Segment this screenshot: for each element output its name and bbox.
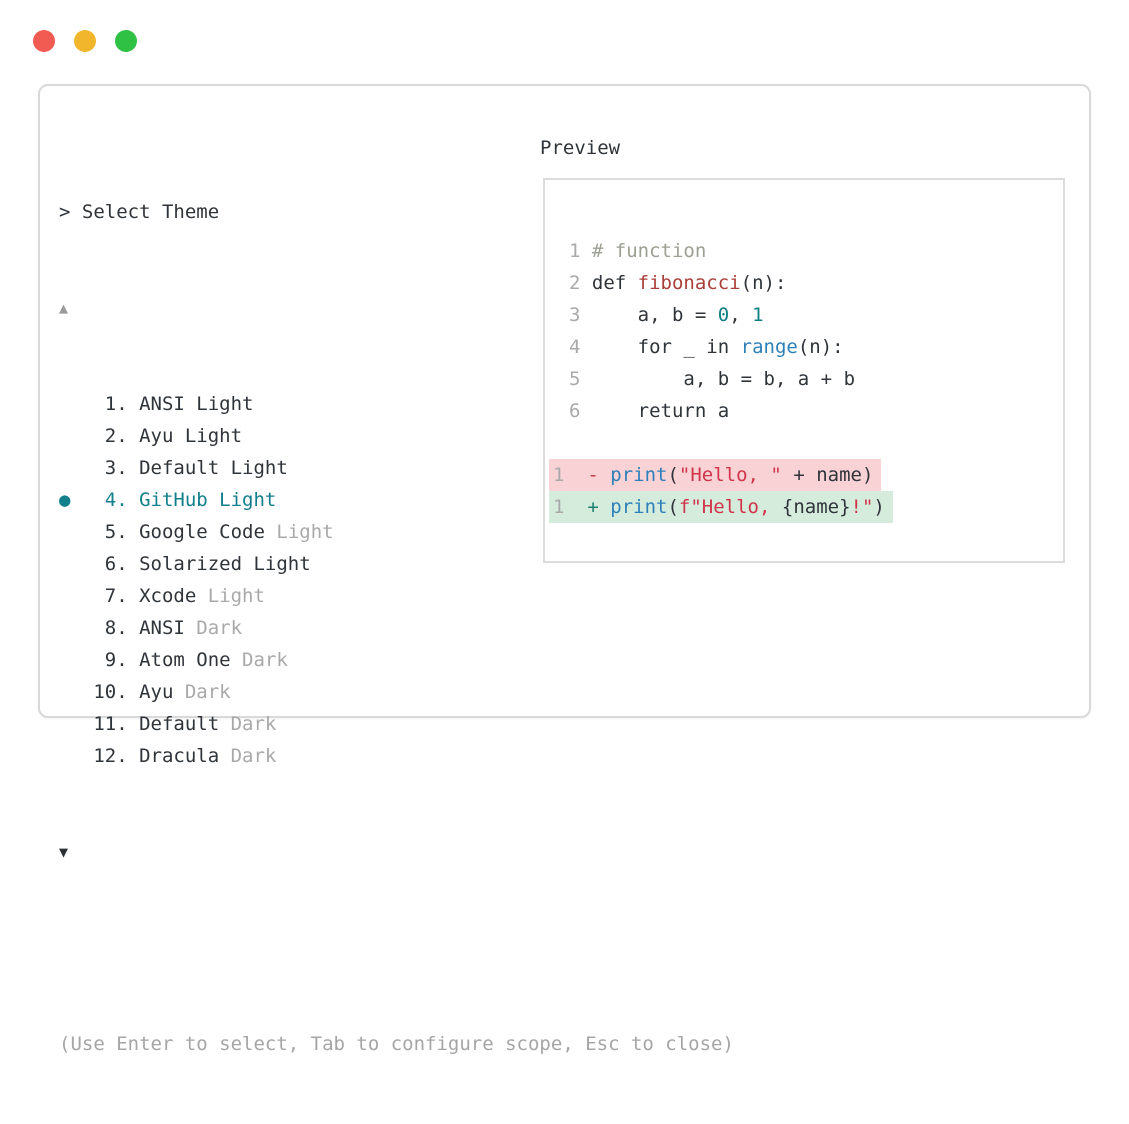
- code-line: 4 for _ in range(n):: [569, 336, 844, 358]
- theme-item-8-ansi[interactable]: 8. ANSI Dark: [59, 612, 734, 644]
- theme-variant: Light: [264, 521, 334, 543]
- preview-box: 1 # function 2 def fibonacci(n): 3 a, b = …: [543, 178, 1065, 563]
- theme-variant: Light: [242, 553, 311, 575]
- bullet-placeholder: [59, 521, 70, 543]
- line-number: 1: [553, 464, 565, 486]
- bullet-placeholder: [59, 585, 70, 607]
- theme-variant: Dark: [219, 745, 277, 767]
- bullet-placeholder: [59, 649, 70, 671]
- theme-variant: Light: [207, 489, 277, 511]
- theme-name: ANSI: [139, 617, 185, 639]
- line-number: 3: [569, 304, 581, 326]
- line-number: 2: [569, 272, 581, 294]
- close-window-button[interactable]: [33, 30, 55, 52]
- theme-item-6-solarized[interactable]: 6. Solarized Light: [59, 548, 734, 580]
- minimize-window-button[interactable]: [74, 30, 96, 52]
- theme-name: Google Code: [139, 521, 265, 543]
- bullet-placeholder: [59, 393, 70, 415]
- theme-item-12-dracula[interactable]: 12. Dracula Dark: [59, 740, 734, 772]
- theme-variant: Light: [173, 425, 243, 447]
- theme-name: Ayu: [139, 425, 174, 447]
- theme-name: GitHub: [139, 489, 208, 511]
- code-line: 5 a, b = b, a + b: [569, 368, 856, 390]
- bullet-placeholder: [59, 425, 70, 447]
- code-line: 6 return a: [569, 400, 730, 422]
- diff-line-del: 1 - print("Hello, " + name): [549, 459, 1063, 491]
- theme-variant: Dark: [184, 617, 243, 639]
- code-line: 3 a, b = 0, 1: [569, 304, 764, 326]
- line-number: 5: [569, 368, 581, 390]
- window-controls: [33, 30, 137, 52]
- theme-name: Atom One: [139, 649, 231, 671]
- theme-item-9-atom-one[interactable]: 9. Atom One Dark: [59, 644, 734, 676]
- line-number: 4: [569, 336, 581, 358]
- theme-list: 1. ANSI Light 2. Ayu Light 3. Default Li…: [59, 388, 734, 772]
- footer-hint: (Use Enter to select, Tab to configure s…: [59, 1033, 734, 1055]
- code-line: 1 # function: [569, 240, 707, 262]
- theme-variant: Light: [219, 457, 288, 479]
- preview-label: Preview: [540, 137, 621, 159]
- zoom-window-button[interactable]: [115, 30, 137, 52]
- theme-item-2-ayu[interactable]: 2. Ayu Light: [59, 420, 734, 452]
- scroll-down-indicator[interactable]: ▼: [59, 843, 69, 861]
- line-number: 1: [569, 240, 581, 262]
- theme-name: Dracula: [139, 745, 220, 767]
- theme-item-5-google-code[interactable]: 5. Google Code Light: [59, 516, 734, 548]
- theme-variant: Light: [184, 393, 254, 415]
- code-blank-line: [569, 427, 1063, 459]
- theme-item-11-default[interactable]: 11. Default Dark: [59, 708, 734, 740]
- bullet-placeholder: [59, 713, 70, 735]
- theme-name: Ayu: [139, 681, 174, 703]
- theme-item-3-default[interactable]: 3. Default Light: [59, 452, 734, 484]
- theme-picker-panel: > Select Theme ▲ 1. ANSI Light 2. Ayu Li…: [38, 84, 1091, 1055]
- selected-bullet-icon: ●: [59, 489, 71, 511]
- line-number: 1: [553, 496, 565, 518]
- diff-highlight-add: 1 + print(f"Hello, {name}!"): [549, 491, 893, 523]
- bullet-placeholder: [59, 553, 70, 575]
- theme-variant: Dark: [230, 649, 288, 671]
- diff-highlight-del: 1 - print("Hello, " + name): [549, 459, 882, 491]
- theme-name: ANSI: [139, 393, 185, 415]
- theme-item-1-ansi[interactable]: 1. ANSI Light: [59, 388, 734, 420]
- line-number: 6: [569, 400, 581, 422]
- theme-variant: Dark: [219, 713, 277, 735]
- theme-name: Default: [139, 457, 220, 479]
- theme-item-4-github[interactable]: ● 4. GitHub Light: [59, 489, 277, 511]
- bullet-placeholder: [59, 617, 70, 639]
- diff-line-add: 1 + print(f"Hello, {name}!"): [549, 491, 1063, 523]
- palette-header: > Select Theme: [59, 201, 220, 223]
- bullet-placeholder: [59, 745, 70, 767]
- theme-variant: Dark: [173, 681, 231, 703]
- scroll-up-indicator[interactable]: ▲: [59, 299, 69, 317]
- theme-item-10-ayu[interactable]: 10. Ayu Dark: [59, 676, 734, 708]
- theme-variant: Light: [196, 585, 265, 607]
- theme-name: Default: [139, 713, 220, 735]
- bullet-placeholder: [59, 681, 70, 703]
- bullet-placeholder: [59, 457, 70, 479]
- theme-item-7-xcode[interactable]: 7. Xcode Light: [59, 580, 734, 612]
- spacer-row: [59, 932, 734, 964]
- preview-code: 1 # function 2 def fibonacci(n): 3 a, b = …: [545, 235, 1063, 523]
- theme-name: Xcode: [139, 585, 197, 607]
- theme-name: Solarized: [139, 553, 243, 575]
- code-line: 2 def fibonacci(n):: [569, 272, 787, 294]
